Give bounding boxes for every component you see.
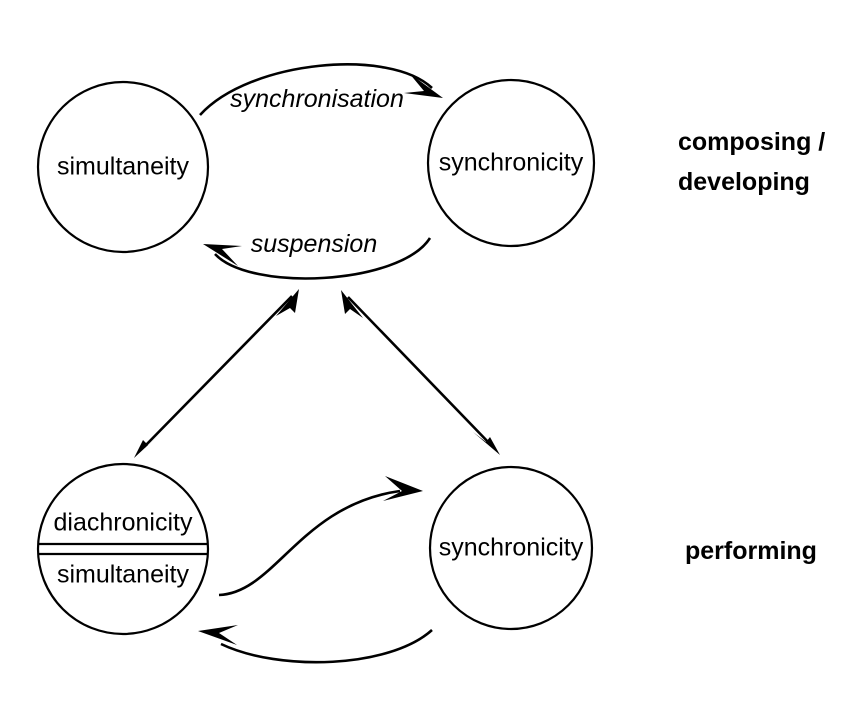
right-link-arrowhead-down <box>473 432 500 455</box>
edge-label-suspension: suspension <box>251 230 377 258</box>
node-bottom-right[interactable]: synchronicity <box>428 465 594 631</box>
edge-left-vertical-link <box>134 289 299 458</box>
synchronisation-arrowhead <box>404 73 443 98</box>
left-link-line <box>143 295 293 448</box>
node-top-left[interactable]: simultaneity <box>36 80 210 254</box>
right-link-arrowhead-up <box>341 290 363 318</box>
bottom-return-arc-path <box>220 629 433 664</box>
edge-synchronisation <box>199 63 443 116</box>
edge-right-vertical-link <box>341 290 500 455</box>
right-link-line <box>347 296 492 446</box>
bottom-forward-s-curve-path <box>218 489 401 597</box>
suspension-arrowhead <box>203 244 242 266</box>
node-top-right-circle[interactable] <box>426 78 596 248</box>
node-top-left-label: simultaneity <box>57 153 189 181</box>
group-label-composing-line1: composing / <box>678 128 825 156</box>
node-bottom-left[interactable]: diachronicity simultaneity <box>36 462 210 636</box>
node-bottom-left-label-bottom: simultaneity <box>57 561 189 589</box>
node-top-right-label: synchronicity <box>439 149 584 177</box>
bottom-forward-arrowhead <box>383 476 423 501</box>
left-link-arrowhead-down <box>134 434 160 458</box>
node-top-left-circle[interactable] <box>36 80 210 254</box>
edge-label-synchronisation: synchronisation <box>230 85 404 113</box>
node-bottom-right-circle[interactable] <box>428 465 594 631</box>
node-bottom-left-label-top: diachronicity <box>54 509 193 537</box>
node-bottom-right-label: synchronicity <box>439 534 584 562</box>
node-bottom-left-circle[interactable] <box>36 462 210 636</box>
edge-bottom-forward <box>218 476 423 597</box>
node-top-right[interactable]: synchronicity <box>426 78 596 248</box>
bottom-return-arrowhead <box>198 625 238 645</box>
edge-bottom-return <box>198 625 433 664</box>
suspension-arc-path <box>214 237 432 280</box>
edge-suspension <box>203 237 432 280</box>
left-link-arrowhead-up <box>276 289 299 316</box>
group-label-performing: performing <box>685 537 817 565</box>
group-label-composing-line2: developing <box>678 168 810 196</box>
